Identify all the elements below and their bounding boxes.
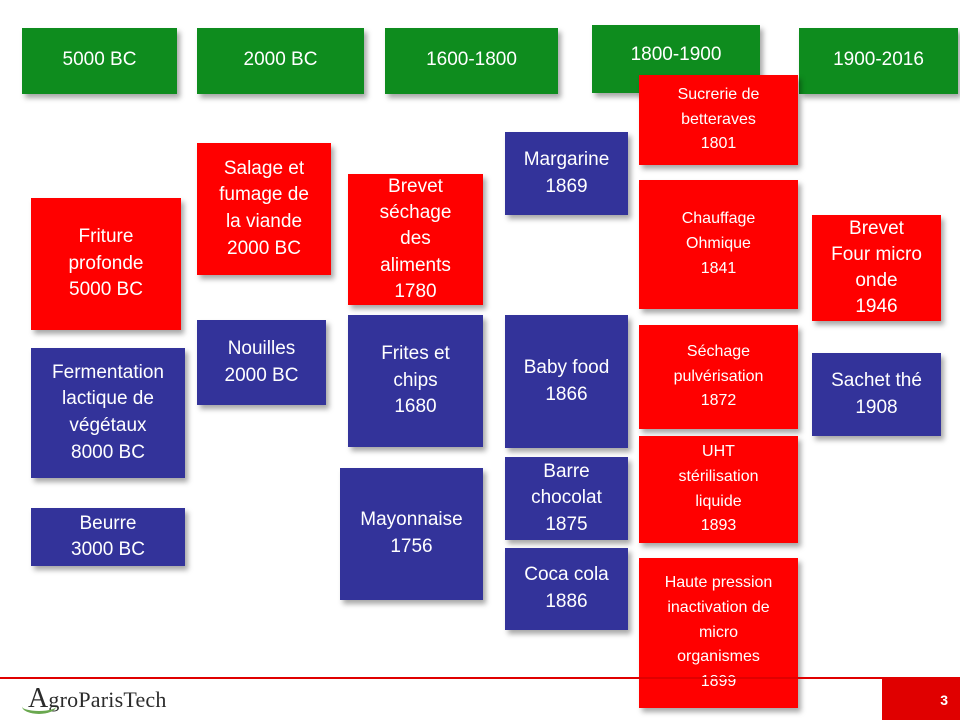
event-salage-fumage: Salage et fumage de la viande 2000 BC	[197, 143, 331, 275]
period-header-1600-1800: 1600-1800	[385, 28, 558, 94]
event-sucrerie-betteraves: Sucrerie de betteraves 1801	[639, 75, 798, 165]
event-frites-chips: Frites et chips 1680	[348, 315, 483, 447]
event-friture-profonde: Friture profonde 5000 BC	[31, 198, 181, 330]
event-barre-chocolat: Barre chocolat 1875	[505, 457, 628, 540]
event-haute-pression: Haute pression inactivation de micro org…	[639, 558, 798, 708]
event-four-micro-onde: Brevet Four micro onde 1946	[812, 215, 941, 321]
logo-text-paris: Paris	[78, 687, 124, 712]
logo-text-tech: Tech	[123, 687, 167, 712]
page-number: 3	[882, 679, 960, 720]
event-sachet-the: Sachet thé 1908	[812, 353, 941, 436]
event-beurre: Beurre 3000 BC	[31, 508, 185, 566]
event-baby-food: Baby food 1866	[505, 315, 628, 448]
event-fermentation-lactique: Fermentation lactique de végétaux 8000 B…	[31, 348, 185, 478]
event-brevet-sechage: Brevet séchage des aliments 1780	[348, 174, 483, 305]
leaf-swoosh-icon	[22, 699, 56, 714]
event-coca-cola: Coca cola 1886	[505, 548, 628, 630]
event-mayonnaise: Mayonnaise 1756	[340, 468, 483, 600]
logo-initial: A	[22, 683, 56, 715]
footer-divider	[0, 677, 960, 679]
event-uht-sterilisation: UHT stérilisation liquide 1893	[639, 436, 798, 543]
event-chauffage-ohmique: Chauffage Ohmique 1841	[639, 180, 798, 309]
event-margarine: Margarine 1869	[505, 132, 628, 215]
period-header-5000bc: 5000 BC	[22, 28, 177, 94]
event-nouilles: Nouilles 2000 BC	[197, 320, 326, 405]
event-sechage-pulverisation: Séchage pulvérisation 1872	[639, 325, 798, 429]
period-header-2000bc: 2000 BC	[197, 28, 364, 94]
period-header-1900-2016: 1900-2016	[799, 28, 958, 94]
